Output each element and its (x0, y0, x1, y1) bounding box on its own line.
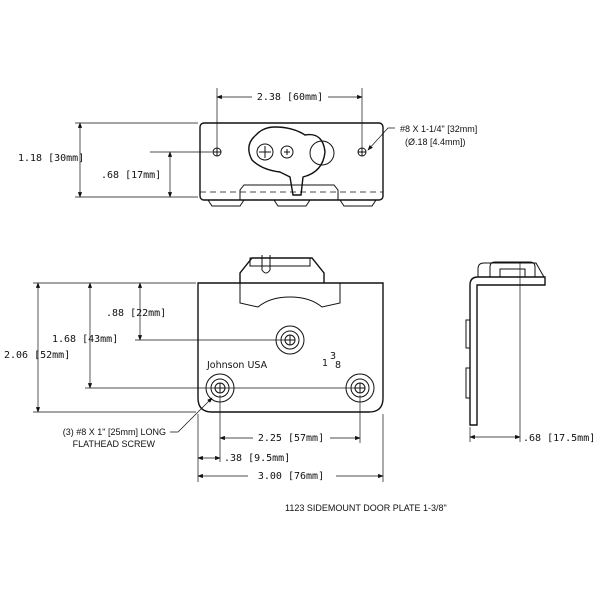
mounting-hole-left (212, 147, 222, 157)
drawing-title: 1123 SIDEMOUNT DOOR PLATE 1-3/8" (285, 503, 447, 513)
side-plate-outline (469, 276, 546, 426)
front-plate-outline (197, 282, 384, 413)
dim-top-height: 1.18 [30mm] (18, 153, 84, 164)
front-callout-line2: FLATHEAD SCREW (73, 439, 156, 449)
top-plate-outline (199, 122, 384, 201)
front-callout-line1: (3) #8 X 1" [25mm] LONG (63, 427, 166, 437)
mounting-hole-right (357, 147, 367, 157)
top-callout-line2: (Ø.18 [4.4mm]) (405, 137, 466, 147)
size-mark-denominator: 8 (335, 360, 341, 371)
dim-side-depth: .68 [17.5mm] (523, 433, 595, 444)
size-mark: 1 3 8 (322, 351, 341, 371)
latch-top (248, 126, 326, 196)
dim-hole-spacing: 2.25 [57mm] (258, 433, 324, 444)
top-callout-line1: #8 X 1-1/4" [32mm] (400, 124, 477, 134)
dim-top-hole-height: .68 [17mm] (101, 170, 161, 181)
front-view: Johnson USA 1 3 8 2.06 [52mm] 1.68 [43mm… (4, 255, 384, 482)
side-view: .68 [17.5mm] (465, 261, 595, 444)
size-mark-numerator: 3 (330, 351, 336, 362)
dim-overall-width: 3.00 [76mm] (258, 471, 324, 482)
top-view: 2.38 [60mm] 1.18 [30mm] .68 [17mm] #8 X … (18, 88, 477, 207)
size-mark-whole: 1 (322, 358, 328, 369)
dim-lower-holes: 1.68 [43mm] (52, 334, 118, 345)
dim-edge-offset: .38 [9.5mm] (224, 453, 290, 464)
brand-mark: Johnson USA (206, 360, 268, 371)
dim-overall-height: 2.06 [52mm] (4, 350, 70, 361)
dim-upper-hole: .88 [22mm] (106, 308, 166, 319)
dim-top-width: 2.38 [60mm] (257, 92, 323, 103)
